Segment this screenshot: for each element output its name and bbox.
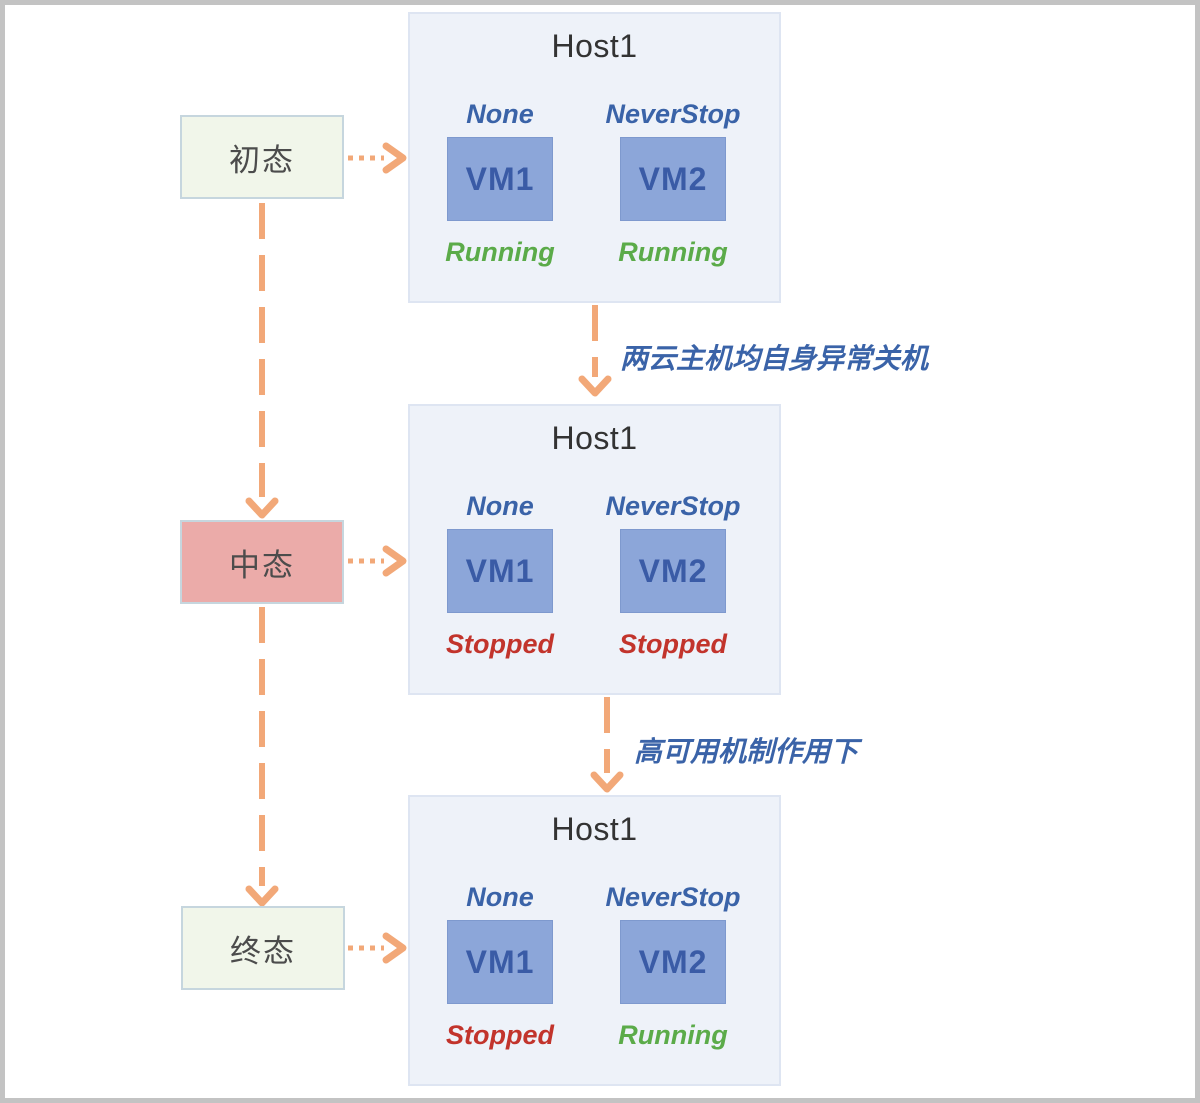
vm1-status-label: Running xyxy=(445,237,555,267)
vm2-column: NeverStop VM2 Stopped xyxy=(593,486,753,660)
vm1-policy-label: None xyxy=(466,882,534,912)
arrowhead-host1-to-host2 xyxy=(578,375,612,397)
transition-label-ha-mechanism: 高可用机制作用下 xyxy=(634,736,859,767)
vm2-status-label: Running xyxy=(618,1020,728,1050)
host-title: Host1 xyxy=(551,420,638,456)
vm2-policy-label: NeverStop xyxy=(605,99,741,129)
vm1-column: None VM1 Running xyxy=(420,94,580,268)
arrowhead-middle-to-host1 xyxy=(382,545,407,577)
vm1-column: None VM1 Stopped xyxy=(420,877,580,1051)
vm2-status-label: Stopped xyxy=(619,629,727,659)
vm1-status-label: Stopped xyxy=(446,629,554,659)
state-box-middle: 中态 xyxy=(180,520,344,604)
arrowhead-host2-to-host3 xyxy=(590,771,624,793)
vm2-column: NeverStop VM2 Running xyxy=(593,94,753,268)
vm2-box: VM2 xyxy=(620,920,726,1004)
state-box-final: 终态 xyxy=(181,906,345,990)
vm2-policy-label: NeverStop xyxy=(605,491,741,521)
vm2-box: VM2 xyxy=(620,529,726,613)
host-title: Host1 xyxy=(551,28,638,64)
vm1-policy-label: None xyxy=(466,491,534,521)
vm2-policy-label: NeverStop xyxy=(605,882,741,912)
host-panel-middle: Host1 None VM1 Stopped NeverStop VM2 Sto… xyxy=(408,404,781,695)
transition-label-abnormal-shutdown: 两云主机均自身异常关机 xyxy=(620,343,929,374)
vm1-box: VM1 xyxy=(447,920,553,1004)
vm2-column: NeverStop VM2 Running xyxy=(593,877,753,1051)
vm1-box: VM1 xyxy=(447,137,553,221)
state-label-initial: 初态 xyxy=(229,142,295,178)
state-label-middle: 中态 xyxy=(229,547,295,583)
vm1-policy-label: None xyxy=(466,99,534,129)
host-panel-initial: Host1 None VM1 Running NeverStop VM2 Run… xyxy=(408,12,781,303)
vm2-box: VM2 xyxy=(620,137,726,221)
vm2-status-label: Running xyxy=(618,237,728,267)
arrowhead-initial-to-host1 xyxy=(382,142,407,174)
arrowhead-middle-to-final xyxy=(245,885,279,907)
arrowhead-final-to-host1 xyxy=(382,932,407,964)
vm1-box: VM1 xyxy=(447,529,553,613)
host-panel-final: Host1 None VM1 Stopped NeverStop VM2 Run… xyxy=(408,795,781,1086)
state-box-initial: 初态 xyxy=(180,115,344,199)
vm1-status-label: Stopped xyxy=(446,1020,554,1050)
vm1-column: None VM1 Stopped xyxy=(420,486,580,660)
arrowhead-initial-to-middle xyxy=(245,497,279,519)
state-label-final: 终态 xyxy=(230,933,296,969)
host-title: Host1 xyxy=(551,811,638,847)
